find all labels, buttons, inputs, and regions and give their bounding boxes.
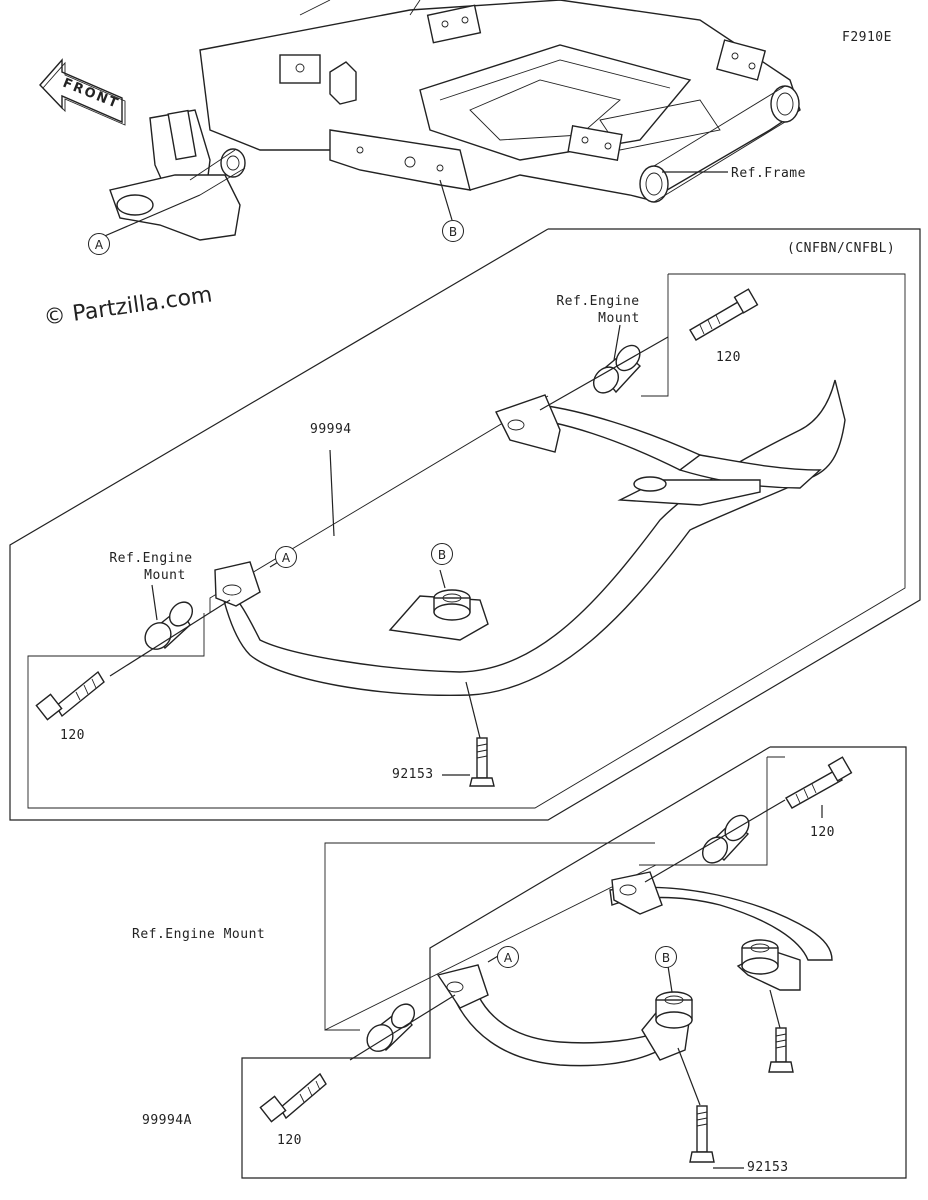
ref-engine-mount-upper-left-line2: Mount xyxy=(144,568,186,583)
kit-boundary-lower xyxy=(241,746,907,1179)
bolt-92153-lower-left xyxy=(689,1105,715,1163)
variant-note: (CNFBN/CNFBL) xyxy=(787,241,896,256)
engine-guard-upper xyxy=(35,288,846,787)
ref-frame-label: Ref.Frame xyxy=(731,166,806,181)
bolt-92153-upper xyxy=(469,737,495,787)
part-120-lower-right-label: 120 xyxy=(810,825,835,840)
ref-engine-mount-lower-label: Ref.Engine Mount xyxy=(132,927,266,942)
engine-guard-lower xyxy=(259,756,853,1169)
collar-upper-left xyxy=(144,601,194,650)
part-99994a-label: 99994A xyxy=(142,1113,192,1128)
bolt-120-upper-left xyxy=(35,670,105,721)
collar-lower-left xyxy=(366,1003,416,1052)
callout-b-frame: B xyxy=(442,220,464,242)
ref-engine-mount-upper-right-line2: Mount xyxy=(598,311,640,326)
callout-b-upper: B xyxy=(431,543,453,565)
callout-a-upper: A xyxy=(275,546,297,568)
front-arrow-icon: FRONT xyxy=(39,58,126,126)
collar-upper-right xyxy=(592,344,642,394)
callout-a-frame: A xyxy=(88,233,110,255)
callout-b-lower: B xyxy=(655,946,677,968)
bolt-120-upper-right xyxy=(689,288,759,341)
part-92153-lower-label: 92153 xyxy=(747,1160,789,1175)
callout-a-lower: A xyxy=(497,946,519,968)
part-99994-label: 99994 xyxy=(310,422,352,437)
part-120-lower-left-label: 120 xyxy=(277,1133,302,1148)
part-92153-upper-label: 92153 xyxy=(392,767,434,782)
part-120-upper-left-label: 120 xyxy=(60,728,85,743)
collar-lower-right xyxy=(701,814,750,864)
bolt-120-lower-left xyxy=(259,1072,327,1123)
ref-engine-mount-upper-left-line1: Ref.Engine xyxy=(109,551,193,566)
kit-boundary-upper xyxy=(9,228,921,821)
part-120-upper-right-label: 120 xyxy=(716,350,741,365)
bolt-92153-lower-right xyxy=(768,1027,794,1073)
figure-code: F2910E xyxy=(842,30,892,45)
frame-illustration xyxy=(99,0,801,241)
bolt-120-lower-right xyxy=(785,756,853,809)
ref-engine-mount-upper-right-line1: Ref.Engine xyxy=(556,294,640,309)
